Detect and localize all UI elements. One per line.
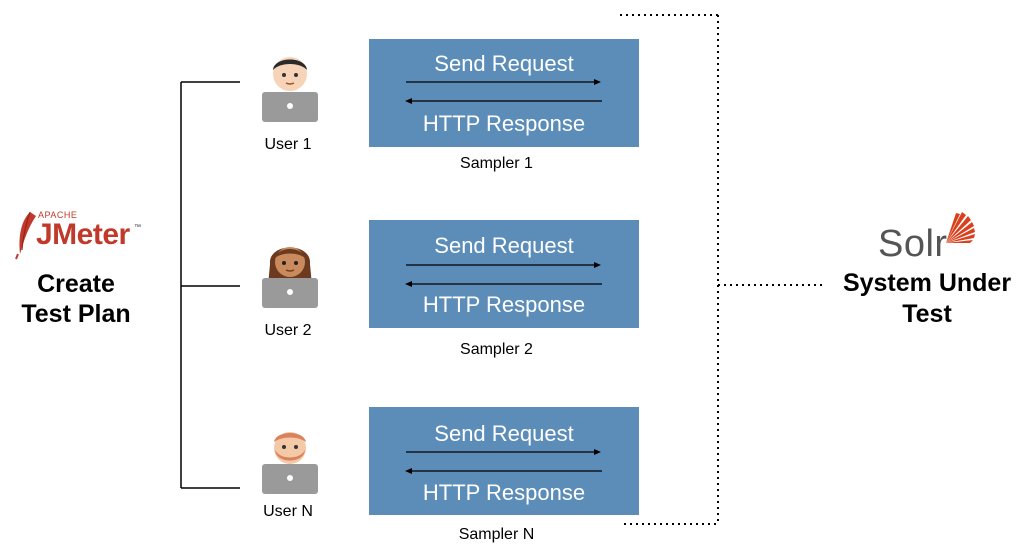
user-1-label: User 1 (264, 136, 312, 153)
jmeter-apache-label: APACHE (38, 210, 78, 220)
solr-logo-text: Solr (878, 223, 948, 265)
sampler-2-http-response: HTTP Response (422, 292, 586, 317)
system-under-test-line-2: Test (902, 300, 952, 328)
sampler-n-send-request: Send Request (434, 421, 574, 446)
solr-sun-icon (946, 212, 975, 243)
jmeter-logo-text: JMeter (36, 218, 130, 251)
sampler-1-http-response: HTTP Response (422, 111, 586, 136)
sampler-n-box: Send Request HTTP Response (369, 407, 639, 515)
user-2-label: User 2 (264, 322, 312, 339)
system-under-test-title: System Under Test (830, 268, 1024, 330)
user-1-avatar-icon (262, 57, 318, 122)
sampler-2-box: Send Request HTTP Response (369, 220, 639, 328)
user-n-label: User N (263, 503, 313, 520)
sampler-2-send-request: Send Request (434, 233, 574, 258)
user-n-avatar-icon (262, 432, 318, 494)
create-test-plan-line-2: Test Plan (21, 300, 131, 328)
sampler-n-label: Sampler N (458, 526, 535, 543)
sampler-1-label: Sampler 1 (460, 155, 533, 172)
create-test-plan-title: Create Test Plan (0, 269, 152, 329)
sampler-n-http-response: HTTP Response (422, 480, 586, 505)
create-test-plan-line-1: Create (37, 270, 115, 298)
sampler-1-send-request: Send Request (434, 51, 574, 76)
jmeter-trademark: ™ (134, 224, 141, 231)
sampler-1-arrows-icon (405, 79, 602, 104)
sampler-2-arrows-icon (405, 262, 602, 287)
user-2-avatar-icon (262, 247, 318, 308)
sampler-1-box: Send Request HTTP Response (369, 39, 639, 147)
system-under-test-line-1: System Under (842, 269, 1012, 297)
jmeter-feather-icon (15, 211, 36, 260)
sampler-2-label: Sampler 2 (460, 341, 533, 358)
sampler-n-arrows-icon (405, 449, 602, 474)
